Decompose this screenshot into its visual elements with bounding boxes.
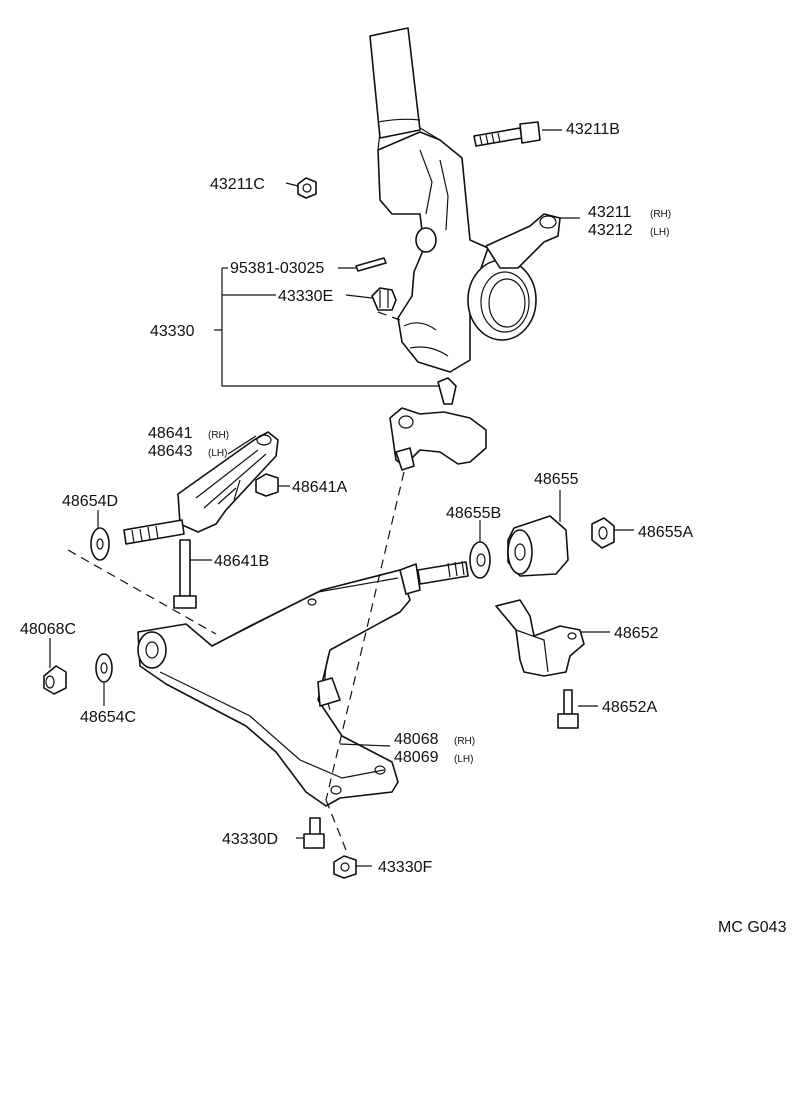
label-48654C: 48654C xyxy=(80,709,136,726)
label-48068-rh: (RH) xyxy=(454,736,475,747)
nut-48655A xyxy=(591,517,615,549)
alignment-lines xyxy=(67,311,405,851)
label-43330E: 43330E xyxy=(278,288,333,305)
label-48655A: 48655A xyxy=(638,524,693,541)
cotter-pin-95381 xyxy=(355,257,387,272)
label-48068: 48068 xyxy=(394,731,439,748)
label-48641: 48641 xyxy=(148,425,193,442)
washer-48654D xyxy=(90,527,110,561)
bushing-48655 xyxy=(507,515,569,577)
label-43211-rh: (RH) xyxy=(650,209,671,220)
lower-control-arm-48068 xyxy=(137,560,469,807)
washer-48655B xyxy=(469,541,491,579)
label-95381-03025: 95381-03025 xyxy=(230,260,324,277)
bolt-48652A xyxy=(557,689,579,729)
label-48655: 48655 xyxy=(534,471,579,488)
castle-nut-43330E xyxy=(371,287,397,311)
label-43212-lh: (LH) xyxy=(650,227,669,238)
label-48641B: 48641B xyxy=(214,553,269,570)
label-48641-rh: (RH) xyxy=(208,430,229,441)
label-43330D: 43330D xyxy=(222,831,278,848)
label-48652A: 48652A xyxy=(602,699,657,716)
ball-joint-43330 xyxy=(389,377,487,471)
strut-knuckle-assembly xyxy=(369,27,561,373)
label-43211C: 43211C xyxy=(210,176,265,193)
label-48643-lh: (LH) xyxy=(208,448,227,459)
label-48652: 48652 xyxy=(614,625,659,642)
bolt-48641B xyxy=(173,539,197,609)
bolt-43211B xyxy=(473,121,541,147)
label-43211: 43211 xyxy=(588,204,631,221)
label-43212: 43212 xyxy=(588,222,633,239)
label-48641A: 48641A xyxy=(292,479,347,496)
nut-43211C xyxy=(297,177,317,199)
label-48654D: 48654D xyxy=(62,493,118,510)
nut-43330F xyxy=(333,855,357,879)
nut-48641A xyxy=(255,473,279,497)
diagram-code: MC G043 xyxy=(718,919,787,936)
bolt-43330D xyxy=(303,817,325,849)
washer-48654C xyxy=(95,653,113,683)
label-48068C: 48068C xyxy=(20,621,76,638)
label-43330: 43330 xyxy=(150,323,195,340)
label-43330F: 43330F xyxy=(378,859,432,876)
label-43211B: 43211B xyxy=(566,121,620,138)
bushing-48068C xyxy=(43,665,67,695)
label-48069: 48069 xyxy=(394,749,439,766)
strut-bar-48641 xyxy=(123,431,279,545)
label-48643: 48643 xyxy=(148,443,193,460)
leader-lines xyxy=(49,129,634,867)
part-labels: 43211B 43211C 43211 (RH) 43212 (LH) 9538… xyxy=(20,121,787,936)
bracket-48652 xyxy=(495,599,585,677)
label-48069-lh: (LH) xyxy=(454,754,473,765)
label-48655B: 48655B xyxy=(446,505,501,522)
